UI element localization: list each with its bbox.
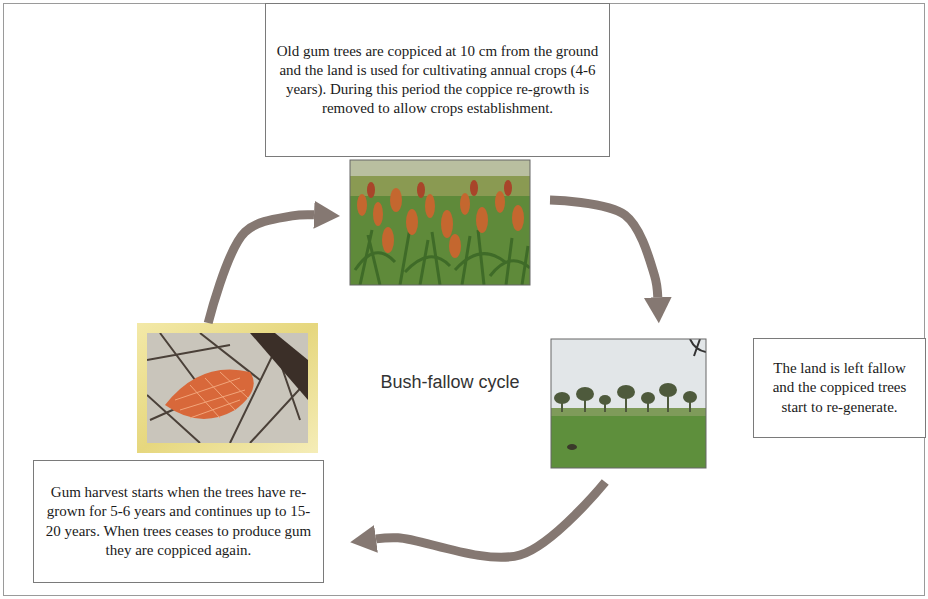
step-box: Old gum trees are coppiced at 10 cm from… [265, 3, 610, 157]
step-box: Gum harvest starts when the trees have r… [33, 460, 324, 583]
step-text: The land is left fallow and the coppiced… [762, 359, 917, 416]
gum-photo [137, 323, 318, 453]
cycle-label: Bush-fallow cycle [380, 372, 519, 393]
cycle-arrow [550, 200, 658, 297]
step-box: The land is left fallow and the coppiced… [753, 338, 926, 438]
cycle-arrow [208, 215, 314, 323]
step-text: Gum harvest starts when the trees have r… [42, 483, 315, 559]
cycle-arrow [376, 482, 605, 557]
step-text: Old gum trees are coppiced at 10 cm from… [274, 42, 601, 118]
fallow-photo [551, 339, 706, 468]
crop-photo [350, 160, 530, 285]
frame [4, 4, 925, 596]
